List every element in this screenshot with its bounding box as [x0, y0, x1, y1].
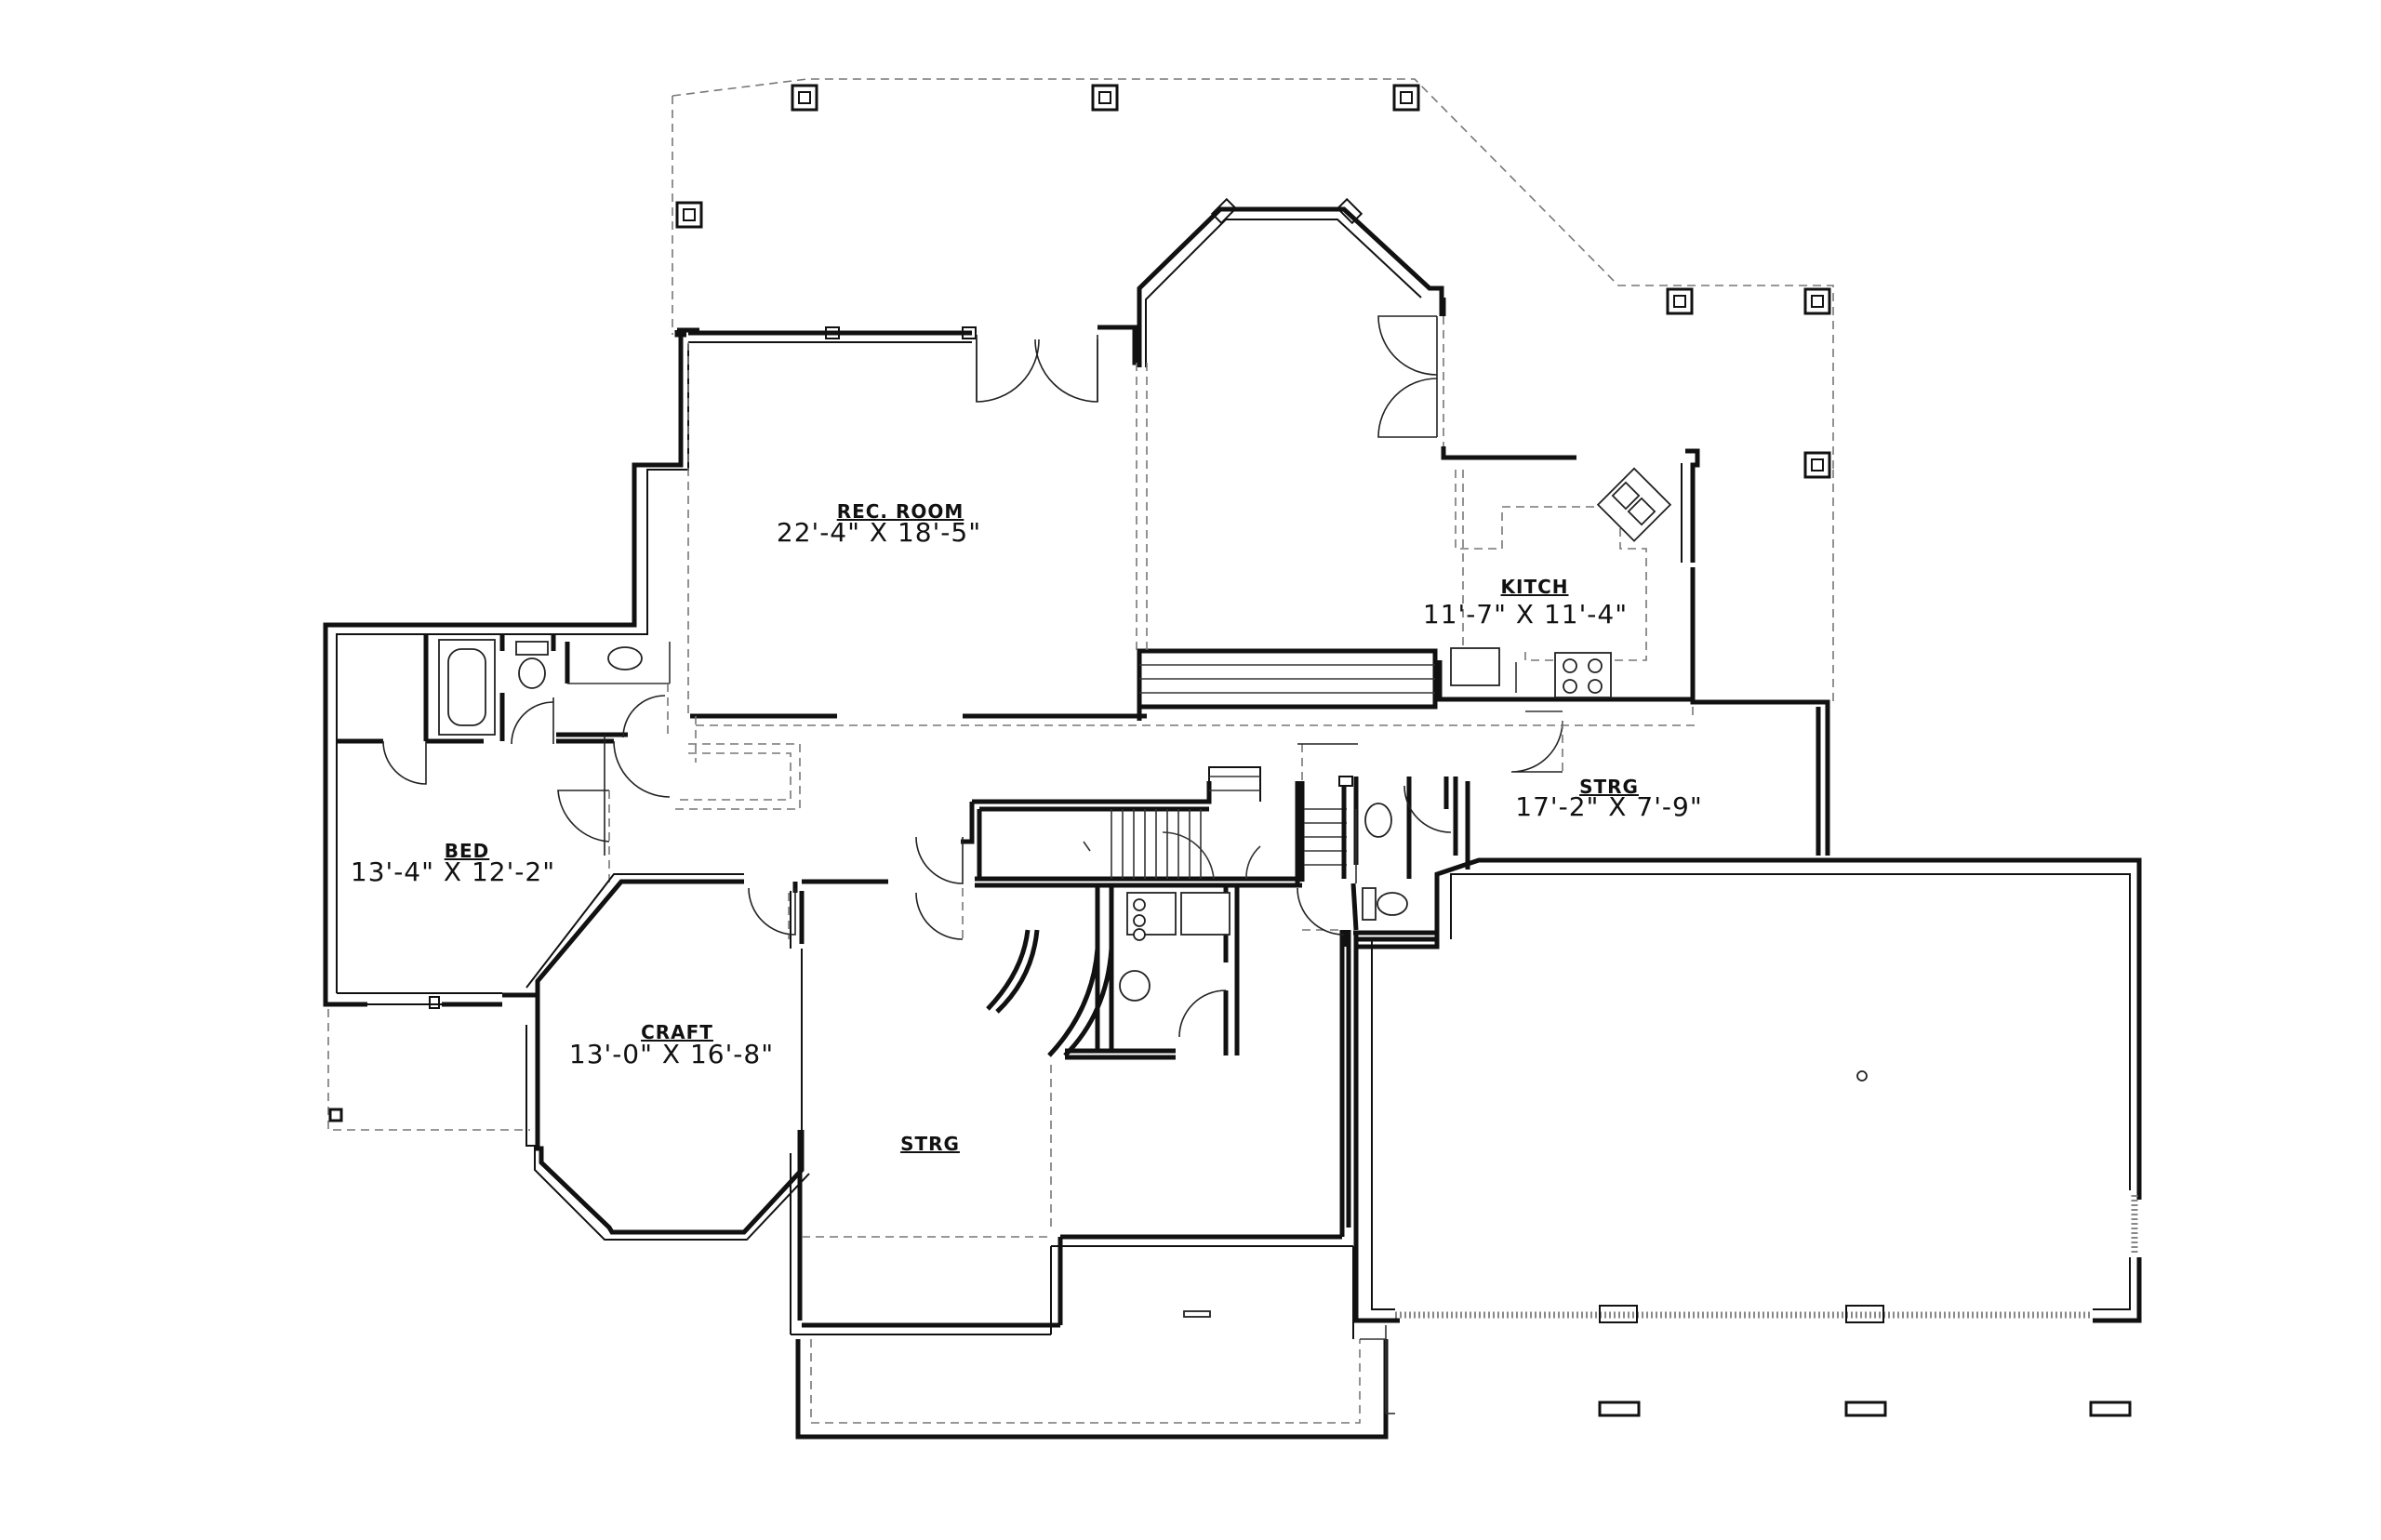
craft-doors: [748, 887, 796, 939]
strg-right-name: STRG: [1579, 776, 1639, 798]
right-storage: [1453, 702, 1830, 870]
craft-room-walls: [525, 873, 888, 1241]
room-labels: REC. ROOM 22'-4" X 18'-5" KITCH 11'-7" X…: [351, 500, 1702, 1155]
porch-posts: [328, 84, 1831, 1122]
stair-walls: [915, 766, 1347, 940]
center-storage: [790, 929, 1354, 1339]
craft-dimensions: 13'-0" X 16'-8": [569, 1039, 774, 1069]
rec-room-dimensions: 22'-4" X 18'-5": [777, 517, 981, 548]
rec-room-name: REC. ROOM: [837, 500, 964, 523]
lower-deck: [795, 1325, 1395, 1440]
garage: [1353, 857, 2142, 1417]
kitch-dimensions: 11'-7" X 11'-4": [1423, 599, 1628, 630]
bed-name: BED: [445, 840, 490, 862]
right-bath: [1297, 743, 1458, 949]
kitch-name: KITCH: [1501, 576, 1569, 598]
bed-doors: [382, 695, 671, 883]
craft-name: CRAFT: [641, 1021, 713, 1043]
rec-room-doors: [976, 315, 1438, 438]
porch-outline: [327, 78, 1834, 1131]
kitchen-fixtures: [1450, 467, 1672, 712]
interior-dashed: [674, 316, 1697, 810]
bed-dimensions: 13'-4" X 12'-2": [351, 856, 555, 887]
exterior-walls: [323, 197, 1830, 1007]
bed-bath-walls: [326, 634, 671, 1026]
strg-center-name: STRG: [900, 1133, 960, 1155]
strg-right-dimensions: 17'-2" X 7'-9": [1515, 791, 1702, 822]
mech-room: [986, 885, 1240, 1060]
